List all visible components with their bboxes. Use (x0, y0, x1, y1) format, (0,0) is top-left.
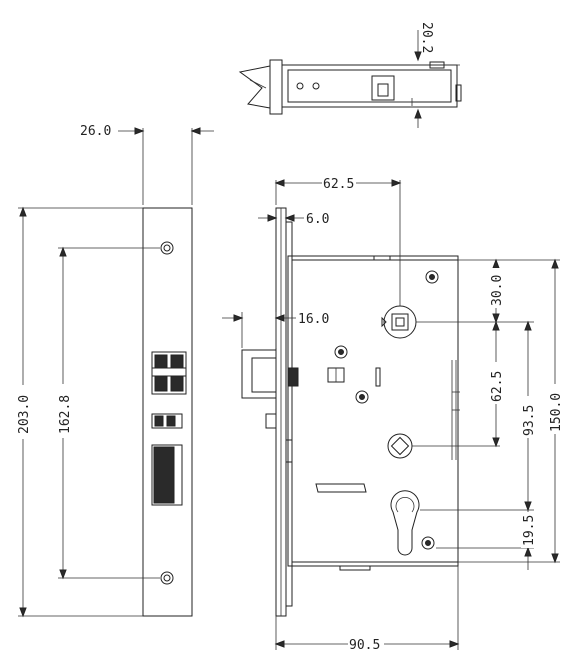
case-top-tab (373, 255, 391, 261)
aux-latch-opening (151, 413, 183, 429)
aux-latch-a (154, 415, 164, 427)
dim-62-5-v-arrow-bottom (492, 437, 500, 448)
case-screw-bottom-inner (425, 540, 431, 546)
dim-90-5-arrow-right (449, 640, 460, 648)
latch-bolt-inner (251, 357, 277, 393)
label-162-8: 162.8 (58, 395, 73, 434)
dim-93-5-arrow-bottom (524, 501, 532, 512)
dim-62-5-v-arrow-top (492, 320, 500, 331)
faceplate-screw-bottom (160, 571, 174, 585)
dim-backset-arrow-left (274, 179, 285, 187)
latch-divider (151, 367, 187, 377)
case-screw-mid-inner (338, 349, 344, 355)
label-6-0: 6.0 (306, 212, 329, 227)
dim-203-label-bg (14, 385, 32, 439)
label-26-0: 26.0 (80, 124, 111, 139)
label-150-0: 150.0 (549, 393, 564, 432)
dim-19-5-label-bg (521, 512, 537, 548)
latch-edge (249, 79, 267, 89)
top-view-faceplate (269, 59, 283, 115)
dim-6-arrow-right (284, 214, 295, 222)
case-screw-lower (355, 390, 369, 404)
top-screw-2 (312, 82, 320, 90)
body-view: 62.5 6.0 16.0 30.0 62.5 (222, 177, 564, 653)
dim-150-arrow-bottom (551, 553, 559, 564)
dim-93-5-label-bg (521, 396, 537, 438)
dim-30-label-bg (489, 268, 505, 308)
faceplate-view: 26.0 203.0 162.8 (14, 124, 214, 618)
body-face-flange (285, 221, 293, 607)
dim-backset-arrow-right (391, 179, 402, 187)
dim-16-arrow-right (274, 314, 285, 322)
euro-cylinder (390, 490, 420, 556)
top-view: 20.2 (238, 22, 462, 128)
dim-30-arrow-top (492, 258, 500, 269)
latch-bolt (241, 349, 277, 399)
aux-bolt (265, 413, 277, 429)
dim-150-label-bg (548, 384, 564, 434)
dim-203-arrow-bottom (19, 607, 27, 618)
euro-cylinder-inner (395, 497, 415, 513)
dim-62-5-v-label-bg (489, 362, 505, 404)
dim-162-arrow-bottom (59, 569, 67, 580)
case-screw-top (425, 270, 439, 284)
dim-162-arrow-top (59, 246, 67, 257)
top-view-body (281, 64, 458, 108)
top-screw-1 (296, 82, 304, 90)
aux-latch-b (166, 415, 176, 427)
case-screw-mid (334, 345, 348, 359)
deadbolt-opening (151, 444, 183, 506)
spindle-arrow (381, 316, 387, 328)
spindle-square-inner (395, 317, 405, 327)
internal-lever (315, 483, 367, 493)
label-93-5: 93.5 (522, 405, 537, 436)
faceplate-outline (142, 207, 193, 617)
label-20-2: 20.2 (419, 22, 434, 53)
dim-150-arrow-top (551, 258, 559, 269)
dim-203-arrow-top (19, 206, 27, 217)
label-30-0: 30.0 (490, 275, 505, 306)
faceplate-screw-top (160, 241, 174, 255)
case-screw-bottom (421, 536, 435, 550)
dim-16-arrow-left (233, 314, 244, 322)
deadbolt-block (153, 446, 175, 504)
case-screw-top-inner (429, 274, 435, 280)
dim-30-arrow-bottom (492, 313, 500, 324)
latch-bolt-tail (287, 367, 299, 387)
dim-93-5-arrow-top (524, 320, 532, 331)
lock-case-outer (287, 255, 459, 567)
dim-26-arrow-right (190, 127, 201, 135)
lock-case (291, 259, 459, 563)
faceplate-screw-bottom-inner (163, 574, 171, 582)
top-view-back-tab (455, 84, 462, 102)
faceplate-screw-top-inner (163, 244, 171, 252)
label-62-5-backset: 62.5 (323, 177, 354, 192)
dim-6-arrow-left (267, 214, 278, 222)
case-screw-lower-inner (359, 394, 365, 400)
label-62-5-vertical: 62.5 (490, 371, 505, 402)
dim-162-label-bg (55, 384, 73, 438)
lower-follower-square (390, 436, 410, 456)
label-16-0: 16.0 (298, 312, 329, 327)
internal-slot (375, 367, 381, 387)
spindle-square (391, 313, 409, 331)
label-19-5: 19.5 (522, 515, 537, 546)
dim-20-2-arrow-bottom (414, 108, 422, 119)
label-90-5: 90.5 (349, 638, 380, 653)
top-view-inner (287, 69, 452, 103)
case-bottom-tab (339, 565, 371, 571)
dim-26-arrow-left (134, 127, 145, 135)
deadbolt-rod (285, 439, 293, 463)
dim-90-5-arrow-left (274, 640, 285, 648)
top-view-latch (238, 65, 271, 109)
dim-19-5-arrow (524, 546, 532, 557)
dim-20-2-arrow-top (414, 51, 422, 62)
top-view-cam-inner (377, 83, 389, 97)
spindle-hub (383, 305, 417, 339)
top-view-cam (371, 75, 395, 101)
label-203-0: 203.0 (17, 395, 32, 434)
